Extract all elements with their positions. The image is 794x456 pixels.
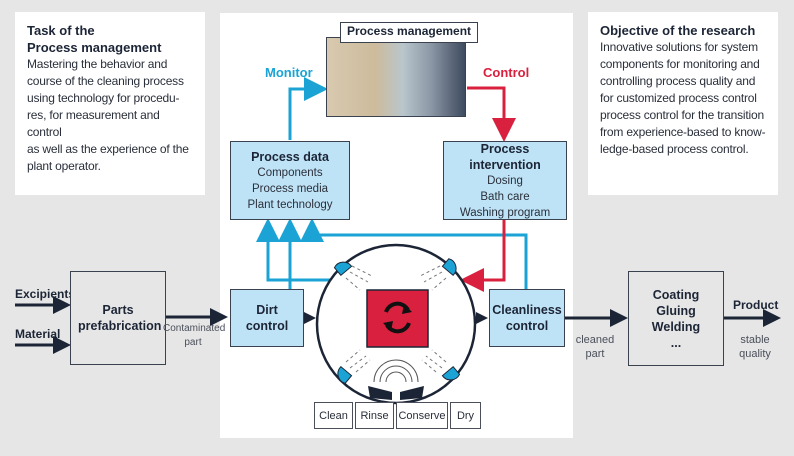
feedback-arrow-1	[256, 218, 330, 282]
spray-lines	[345, 265, 447, 373]
step-clean: Clean	[314, 402, 353, 429]
control-label: Control	[483, 65, 530, 80]
basket	[366, 289, 429, 348]
task-line: Mastering the behavior and	[27, 57, 168, 71]
cleaned-text: cleaned	[575, 334, 615, 346]
stable-text: stable	[740, 334, 770, 346]
parts-prefabrication-box: Parts prefabrication	[70, 271, 166, 365]
post-processing-box: Coating Gluing Welding ...	[628, 271, 724, 366]
task-line: res, for measurement and control	[27, 108, 160, 139]
cleanliness-control-box: Cleanliness control	[489, 289, 565, 347]
welding-label: Welding	[651, 319, 701, 334]
nozzle-icons	[333, 258, 461, 384]
objective-line: controlling process quality and	[600, 74, 756, 88]
gluing-label: Gluing	[656, 303, 696, 318]
objective-box: Objective of the research Innovative sol…	[588, 12, 778, 195]
stable-quality-label: stable quality	[735, 333, 775, 361]
ultrasound-icon	[373, 359, 419, 383]
task-line: course of the cleaning process	[27, 74, 184, 88]
dirt-control-label: Dirt	[256, 303, 278, 317]
process-intervention-item: Dosing	[487, 174, 523, 187]
dirt-control-box: Dirt control	[230, 289, 304, 347]
process-intervention-item: Bath care	[480, 190, 530, 203]
monitor-label: Monitor	[265, 65, 313, 80]
process-data-title: Process data	[251, 149, 329, 164]
ellipsis-label: ...	[670, 335, 682, 350]
part-text: part	[585, 348, 605, 360]
quality-text: quality	[739, 348, 771, 360]
control-arrow	[467, 86, 516, 142]
task-line: as well as the experience of the	[27, 142, 189, 156]
task-box: Task of the Process management Mastering…	[15, 12, 205, 195]
cleaned-part-label: cleaned part	[575, 333, 615, 361]
contaminated-text: Contaminated	[163, 323, 226, 334]
material-label: Material	[15, 327, 61, 341]
operator-photo	[326, 37, 466, 117]
objective-line: from experience-based to know-	[600, 125, 766, 139]
dirt-control-label: control	[245, 319, 289, 333]
feedback-arrow-3	[300, 218, 528, 290]
step-conserve: Conserve	[396, 402, 448, 429]
process-intervention-box: Process intervention Dosing Bath care Wa…	[443, 141, 567, 220]
monitor-arrow	[288, 77, 328, 140]
process-data-item: Components	[257, 166, 323, 179]
coating-label: Coating	[652, 287, 700, 302]
process-data-item: Process media	[251, 182, 329, 195]
contaminated-part-label: Contaminated part	[163, 322, 226, 350]
objective-line: process control for the transition	[600, 108, 764, 122]
process-management-label: Process management	[340, 22, 479, 43]
process-data-box: Process data Components Process media Pl…	[230, 141, 350, 220]
task-title-2: Process management	[27, 40, 162, 55]
intervention-arrow	[460, 218, 506, 292]
objective-line: Innovative solutions for system	[600, 40, 758, 54]
parts-prefabrication-label: Parts prefabrication	[78, 303, 162, 333]
part-text: part	[184, 337, 202, 348]
cleanliness-control-label: Cleanliness	[492, 303, 562, 317]
objective-title: Objective of the research	[600, 23, 756, 38]
cleanliness-control-label: control	[505, 319, 549, 333]
objective-line: components for monitoring and	[600, 57, 760, 71]
process-intervention-item: Washing program	[459, 206, 551, 219]
task-line: plant operator.	[27, 159, 101, 173]
step-rinse: Rinse	[355, 402, 394, 429]
objective-line: ledge-based process control.	[600, 142, 749, 156]
process-intervention-title: Process intervention	[469, 141, 541, 172]
task-title-1: Task of the	[27, 23, 95, 38]
product-label: Product	[733, 298, 779, 312]
objective-line: for customized process control	[600, 91, 757, 105]
transducer-icon	[368, 386, 424, 400]
process-data-item: Plant technology	[247, 198, 333, 211]
step-dry: Dry	[450, 402, 481, 429]
task-line: using technology for procedu-	[27, 91, 180, 105]
excipients-label: Excipients	[15, 287, 76, 301]
